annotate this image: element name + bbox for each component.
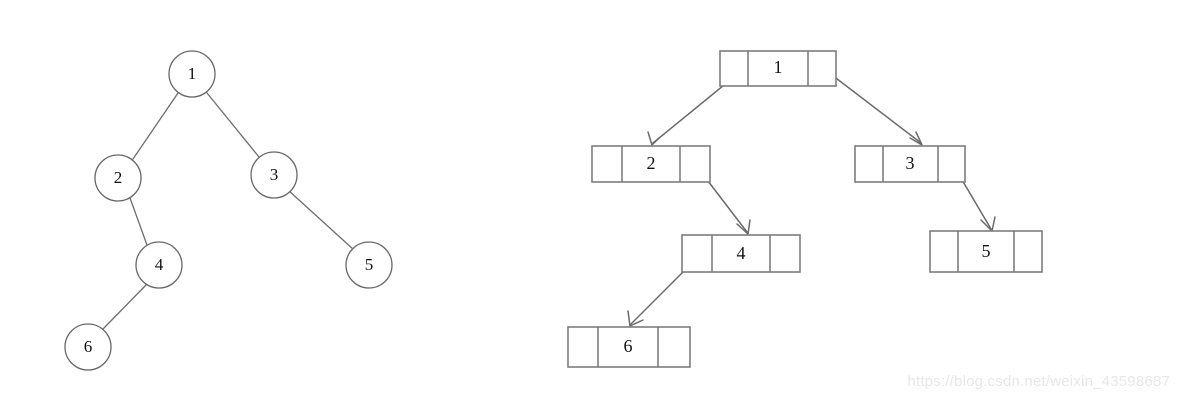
- linked-node-value: 5: [982, 241, 991, 261]
- tree-node-circle: [64, 323, 112, 371]
- arrow-head-icon: [909, 131, 923, 146]
- linked-node-value: 3: [906, 153, 915, 173]
- linked-node-value: 6: [624, 336, 633, 356]
- tree-edge-3-5: [287, 189, 355, 251]
- linked-node-5: 5: [929, 230, 1043, 273]
- linked-representation-panel: 1 2 3 4: [567, 50, 1043, 368]
- tree-node-circle: [345, 241, 393, 289]
- tree-node-4: 4: [135, 241, 183, 289]
- linked-node-value: 1: [774, 57, 783, 77]
- arrow-head-icon: [627, 310, 644, 327]
- tree-edge-4-6: [101, 284, 147, 331]
- linked-node-3: 3: [854, 145, 966, 183]
- tree-node-label: 6: [84, 337, 93, 356]
- tree-node-label: 4: [155, 255, 164, 274]
- pointer-arrows-group: [627, 71, 996, 327]
- linked-node-box: [567, 326, 691, 368]
- linked-node-6: 6: [567, 326, 691, 368]
- linked-node-value: 4: [737, 243, 746, 263]
- tree-node-circle: [94, 154, 142, 202]
- linked-node-box: [591, 145, 711, 183]
- tree-node-circle: [250, 151, 298, 199]
- binary-tree-panel: 1 2 3 4 5 6: [64, 50, 393, 371]
- tree-node-3: 3: [250, 151, 298, 199]
- arrow-head-icon: [736, 219, 751, 235]
- linked-node-2: 2: [591, 145, 711, 183]
- tree-edge-1-2: [132, 92, 179, 160]
- linked-node-box: [929, 230, 1043, 273]
- tree-node-5: 5: [345, 241, 393, 289]
- arrow-head-icon: [647, 131, 660, 146]
- tree-node-1: 1: [168, 50, 216, 98]
- linked-node-box: [854, 145, 966, 183]
- linked-node-box: [681, 234, 801, 273]
- tree-node-circle: [168, 50, 216, 98]
- watermark: https://blog.csdn.net/weixin_43598687: [907, 373, 1170, 390]
- tree-edge-2-4: [129, 197, 148, 246]
- pointer-line: [827, 71, 922, 144]
- tree-node-label: 2: [114, 168, 123, 187]
- tree-node-2: 2: [94, 154, 142, 202]
- pointer-arrow-1-right-to-3: [827, 71, 923, 146]
- tree-node-circle: [135, 241, 183, 289]
- linked-node-4: 4: [681, 234, 801, 273]
- linked-node-box: [719, 50, 837, 87]
- tree-node-label: 1: [188, 64, 197, 83]
- linked-node-1: 1: [719, 50, 837, 87]
- tree-node-label: 3: [270, 165, 279, 184]
- tree-node-6: 6: [64, 323, 112, 371]
- linked-node-value: 2: [647, 153, 656, 173]
- tree-edges-group: [101, 92, 355, 331]
- tree-node-label: 5: [365, 255, 374, 274]
- tree-edge-1-3: [206, 92, 260, 158]
